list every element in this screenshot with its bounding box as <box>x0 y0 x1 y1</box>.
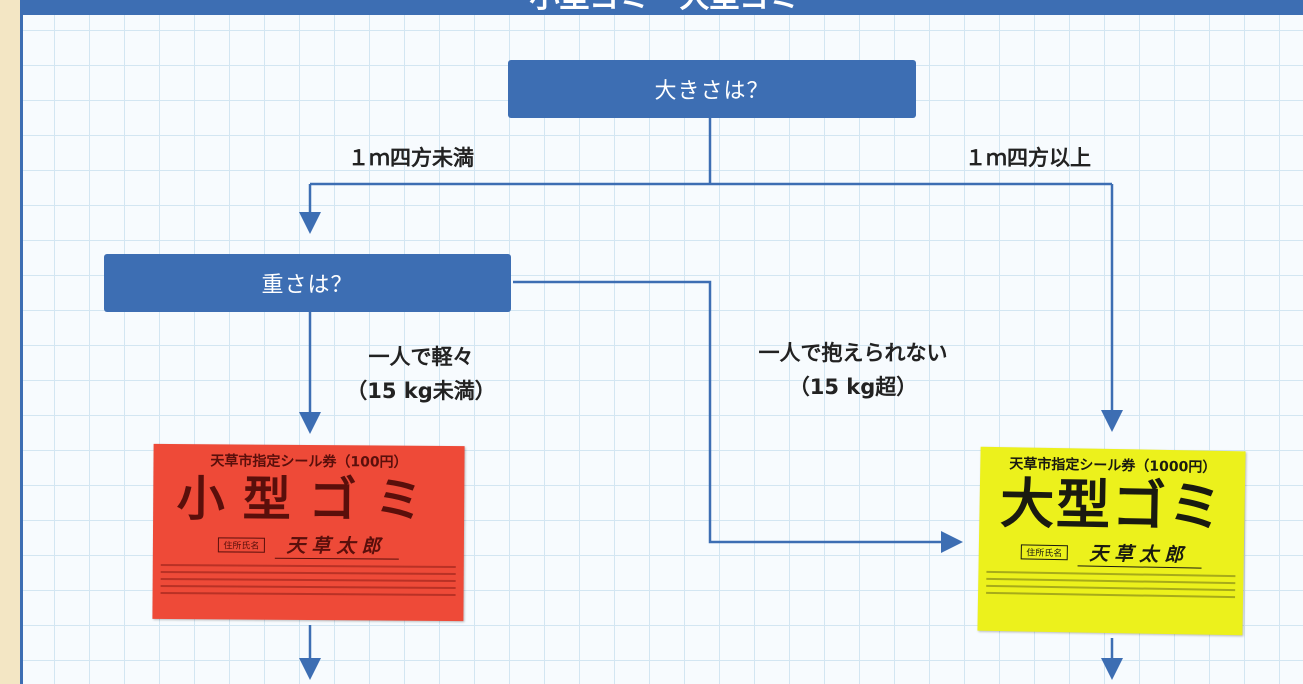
header-bar: 小型ゴミ・大型ゴミ <box>23 0 1303 15</box>
header-title: 小型ゴミ・大型ゴミ <box>23 0 1303 13</box>
weight-question-box: 重さは？ <box>104 254 511 312</box>
large-sticker-name-row: 住所氏名 天草太郎 <box>979 537 1244 570</box>
arrowhead-small <box>299 412 321 434</box>
connector-size-split <box>310 118 1112 186</box>
small-sticker-name-label: 住所氏名 <box>218 536 265 553</box>
weight-question-label: 重さは？ <box>261 273 354 298</box>
large-garbage-sticker: 天草市指定シール券（1000円） 大型ゴミ 住所氏名 天草太郎 <box>977 446 1246 636</box>
edge-label-over-1m: １ｍ四方以上 <box>965 146 1091 170</box>
edge-label-under-1m: １ｍ四方未満 <box>348 146 474 170</box>
small-sticker-heading: 天草市指定シール券（100円） <box>210 453 408 471</box>
small-sticker-fine-print <box>160 563 456 597</box>
diagram-canvas: 小型ゴミ・大型ゴミ 大きさは？ 重さは？ １ｍ四方未満 １ｍ四方以上 一人で軽々… <box>20 0 1303 684</box>
edge-label-light-line2: （15 kg未満） <box>346 379 496 403</box>
size-question-label: 大きさは？ <box>654 79 770 104</box>
arrowhead-small-out <box>299 658 321 680</box>
small-sticker-name-value: 天草太郎 <box>274 530 399 560</box>
small-garbage-sticker: 天草市指定シール券（100円） 小型ゴミ 住所氏名 天草太郎 <box>152 443 465 622</box>
large-sticker-name-label: 住所氏名 <box>1021 543 1068 560</box>
arrowhead-weight <box>299 212 321 234</box>
arrowhead-large-top <box>1101 410 1123 432</box>
size-question-box: 大きさは？ <box>508 60 916 118</box>
edge-label-heavy: 一人で抱えられない （15 kg超） <box>723 336 983 404</box>
arrowhead-large-out <box>1101 658 1123 680</box>
edge-label-light: 一人で軽々 （15 kg未満） <box>311 340 531 408</box>
flow-connectors <box>299 118 1123 680</box>
small-sticker-name-row: 住所氏名 天草太郎 <box>153 530 464 560</box>
large-sticker-fine-print <box>986 570 1236 599</box>
large-sticker-title: 大型ゴミ <box>999 472 1225 539</box>
edge-label-light-line1: 一人で軽々 <box>368 345 474 369</box>
edge-label-heavy-line1: 一人で抱えられない <box>758 341 948 365</box>
large-sticker-name-value: 天草太郎 <box>1077 538 1202 569</box>
edge-label-heavy-line2: （15 kg超） <box>788 375 918 399</box>
connector-weight-to-large <box>513 280 941 544</box>
arrowhead-large-side <box>941 531 963 553</box>
small-sticker-title: 小型ゴミ <box>176 471 441 529</box>
